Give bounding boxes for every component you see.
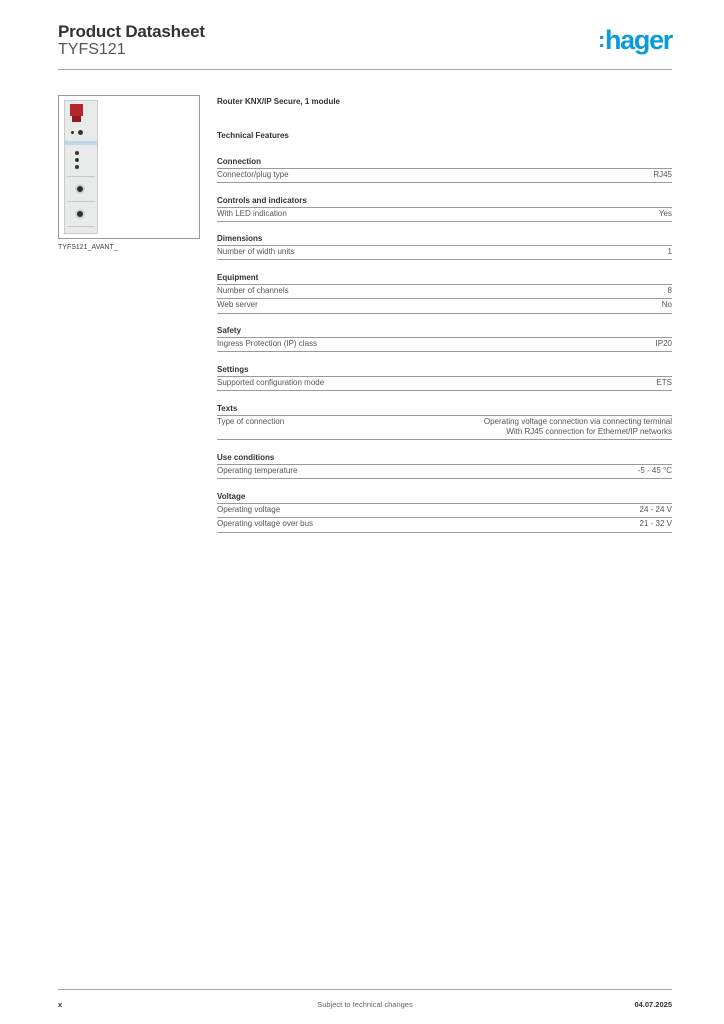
spec-value: 21 - 32 V [639, 519, 672, 528]
device-display [70, 104, 83, 116]
device-led [75, 151, 79, 155]
spec-value: ETS [656, 378, 672, 387]
section-settings-title: Settings [217, 365, 249, 374]
spec-label: Supported configuration mode [217, 378, 325, 387]
spec-label: Operating voltage [217, 505, 281, 514]
product-code: TYFS121 [58, 41, 126, 58]
device-illustration [64, 100, 98, 234]
spec-value: No [661, 300, 672, 309]
spec-row: Number of channels 8 [217, 284, 672, 299]
spec-row: Ingress Protection (IP) class IP20 [217, 337, 672, 352]
spec-value: 24 - 24 V [639, 505, 672, 514]
spec-label: Connector/plug type [217, 170, 289, 179]
spec-value-line: With RJ45 connection for Ethernet/IP net… [506, 427, 672, 436]
spec-label: Operating temperature [217, 466, 298, 475]
device-divider [67, 201, 95, 202]
spec-value-line: Operating voltage connection via connect… [483, 417, 672, 426]
device-display-lower [72, 116, 81, 122]
page-header: Product Datasheet TYFS121 :hager [58, 22, 673, 70]
spec-label: Operating voltage over bus [217, 519, 314, 528]
spec-value: IP20 [655, 339, 672, 348]
spec-value-multiline: Operating voltage connection via connect… [484, 417, 672, 437]
device-led [75, 158, 79, 162]
spec-label: Web server [217, 300, 258, 309]
section-use-conditions-title: Use conditions [217, 453, 275, 462]
spec-value: -5 - 45 °C [637, 466, 672, 475]
spec-value: 1 [667, 247, 672, 256]
spec-label: Ingress Protection (IP) class [217, 339, 318, 348]
section-controls-title: Controls and indicators [217, 196, 307, 205]
product-name: Router KNX/IP Secure, 1 module [217, 97, 340, 106]
spec-value: RJ45 [653, 170, 672, 179]
spec-row: With LED indication Yes [217, 207, 672, 222]
spec-row: Web server No [217, 299, 672, 314]
page-footer: Subject to technical changes x 04.07.202… [58, 989, 672, 1009]
device-divider [67, 226, 95, 227]
hager-logo: :hager [597, 25, 673, 55]
spec-row: Type of connection Operating voltage con… [217, 415, 672, 440]
technical-features-title: Technical Features [217, 131, 289, 140]
footer-date: 04.07.2025 [634, 1000, 672, 1009]
spec-row: Operating temperature -5 - 45 °C [217, 464, 672, 479]
document-title: Product Datasheet [58, 22, 205, 41]
device-knob [75, 184, 85, 194]
spec-label: With LED indication [217, 209, 287, 218]
footer-page-marker: x [58, 1000, 63, 1009]
device-brand-strip [65, 141, 97, 145]
spec-row: Operating voltage 24 - 24 V [217, 503, 672, 518]
device-led [71, 131, 74, 134]
spec-label: Number of channels [217, 286, 289, 295]
logo-text: hager [604, 25, 673, 55]
device-led [75, 165, 79, 169]
spec-label: Number of width units [217, 247, 295, 256]
section-connection-title: Connection [217, 157, 261, 166]
spec-value: 8 [667, 286, 672, 295]
footer-disclaimer: Subject to technical changes [317, 1000, 413, 1009]
spec-row: Supported configuration mode ETS [217, 376, 672, 391]
section-equipment-title: Equipment [217, 273, 259, 282]
section-texts-title: Texts [217, 404, 238, 413]
device-knob [75, 209, 85, 219]
spec-value: Yes [658, 209, 672, 218]
section-dimensions-title: Dimensions [217, 234, 263, 243]
product-image [58, 95, 200, 239]
image-caption: TYFS121_AVANT_ [58, 244, 118, 251]
device-divider [67, 176, 95, 177]
spec-label: Type of connection [217, 417, 285, 426]
spec-row: Operating voltage over bus 21 - 32 V [217, 518, 672, 533]
device-button [78, 130, 83, 135]
spec-row: Connector/plug type RJ45 [217, 168, 672, 183]
section-safety-title: Safety [217, 326, 242, 335]
spec-row: Number of width units 1 [217, 245, 672, 260]
section-voltage-title: Voltage [217, 492, 246, 501]
